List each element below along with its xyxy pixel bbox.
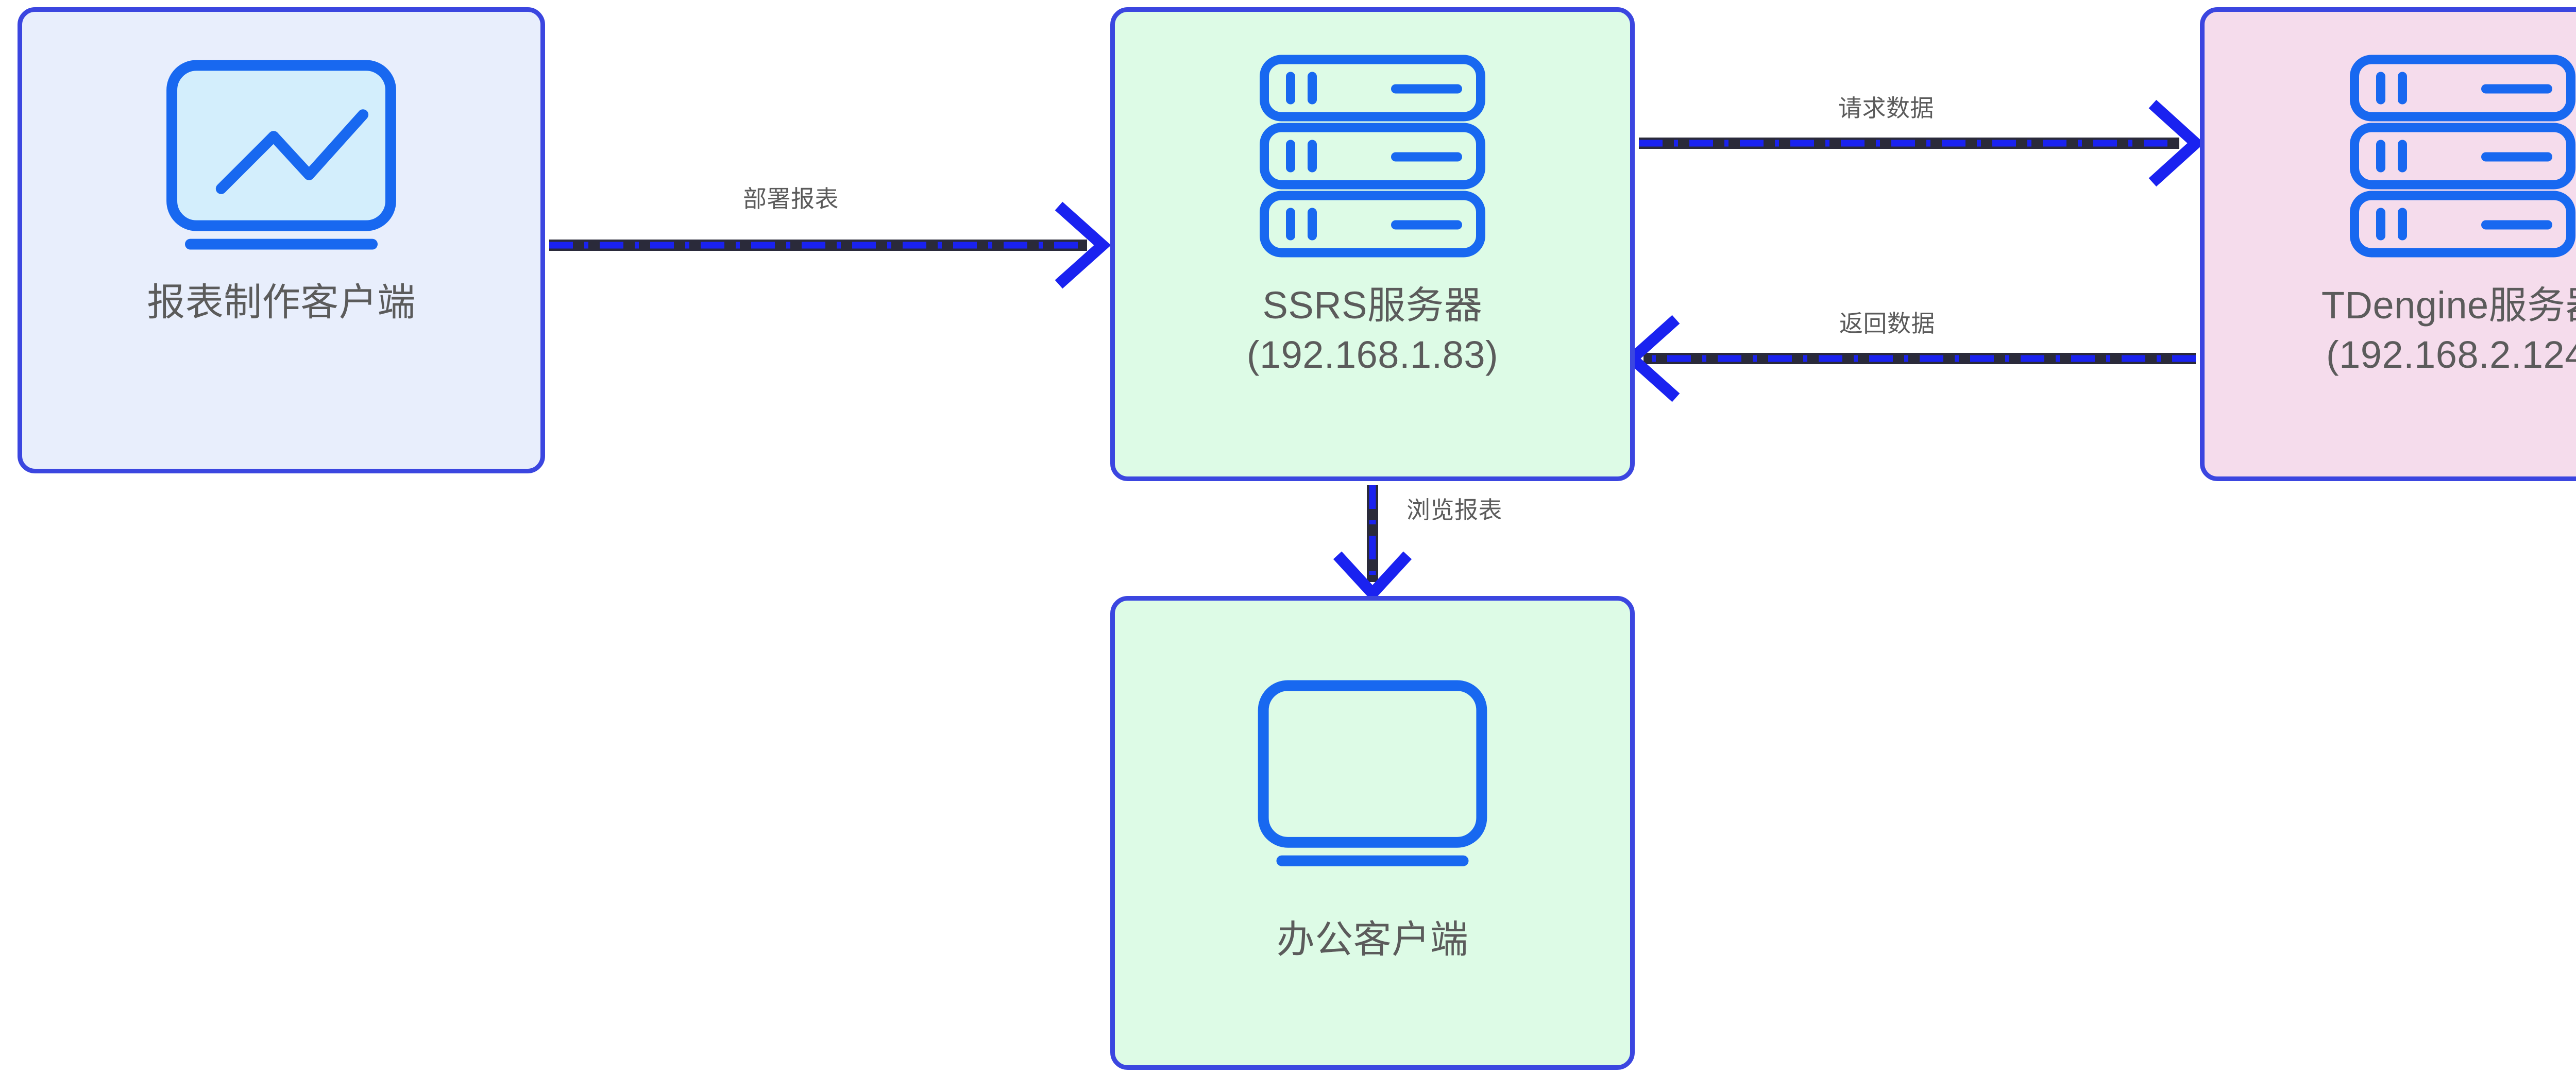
edge-browse-arrowhead: [1333, 551, 1412, 602]
node-tdengine-server-label: TDengine服务器: [2321, 284, 2576, 327]
monitor-chart-icon: [166, 60, 396, 250]
server-rack-icon: [1260, 55, 1485, 258]
edge-deploy-arrowhead: [1055, 201, 1111, 289]
node-office-client[interactable]: 办公客户端: [1110, 596, 1635, 1070]
edge-label-deploy: 部署报表: [738, 179, 844, 215]
node-office-client-label: 办公客户端: [1276, 918, 1469, 961]
node-report-client[interactable]: 报表制作客户端: [18, 7, 545, 473]
node-tdengine-server-sublabel: (192.168.2.124): [2326, 333, 2576, 377]
server-rack-icon: [2350, 55, 2575, 258]
node-ssrs-server[interactable]: SSRS服务器 (192.168.1.83): [1110, 7, 1635, 481]
node-ssrs-server-sublabel: (192.168.1.83): [1246, 333, 1499, 377]
node-tdengine-server[interactable]: TDengine服务器 (192.168.2.124): [2200, 7, 2576, 481]
edge-return-arrowhead: [1623, 315, 1680, 402]
edge-label-browse: 浏览报表: [1401, 490, 1507, 526]
edge-label-return: 返回数据: [1834, 304, 1940, 340]
node-report-client-label: 报表制作客户端: [147, 281, 416, 323]
edge-request-arrowhead: [2148, 99, 2205, 187]
edge-deploy: [549, 201, 1111, 289]
node-ssrs-server-label: SSRS服务器: [1262, 284, 1483, 327]
monitor-blank-icon: [1258, 680, 1487, 866]
edge-label-request: 请求数据: [1833, 89, 1939, 125]
edge-browse: [1333, 485, 1412, 602]
